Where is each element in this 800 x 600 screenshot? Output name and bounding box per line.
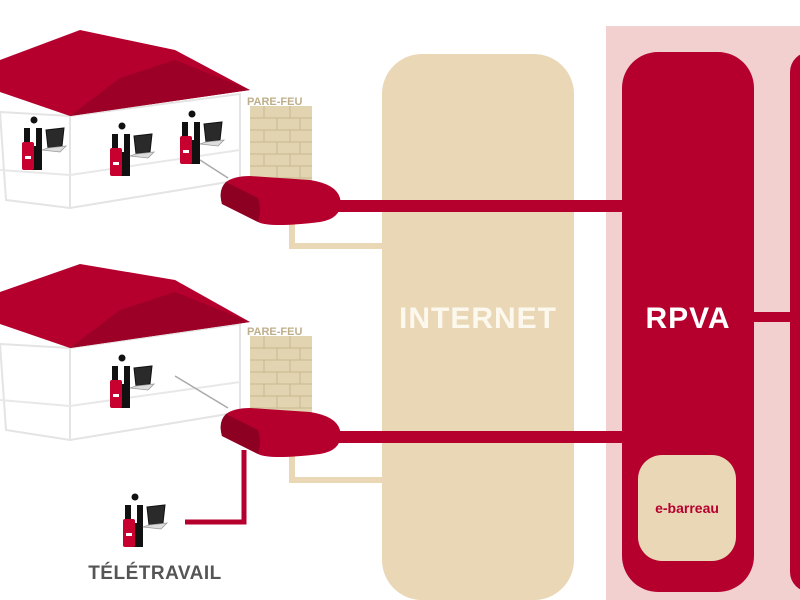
firewall-1-label: PARE-FEU <box>247 96 302 108</box>
teletravail-link <box>185 450 247 525</box>
office-house-1 <box>0 30 250 210</box>
ebarreau-block <box>638 455 736 561</box>
lan-cable-1 <box>199 159 229 179</box>
firewall-2-label: PARE-FEU <box>247 326 302 338</box>
router-2 <box>220 408 341 457</box>
firewall-1: PARE-FEU <box>247 96 312 186</box>
tunnel-line-office2 <box>330 431 630 443</box>
lan-cable-2 <box>174 375 229 409</box>
office-house-2 <box>0 264 250 442</box>
tunnel-line-office1 <box>330 200 630 212</box>
internet-block <box>382 54 574 600</box>
router2-internet-link <box>289 452 382 483</box>
rpva-label: RPVA <box>645 302 731 335</box>
firewall-2: PARE-FEU <box>247 326 312 418</box>
ebarreau-label: e-barreau <box>655 500 719 516</box>
internet-label: INTERNET <box>399 302 557 335</box>
teletravail-label: TÉLÉTRAVAIL <box>88 563 222 584</box>
router-1 <box>220 176 341 225</box>
rpva-external-link <box>750 312 800 322</box>
teletravail-workstation <box>122 493 168 548</box>
